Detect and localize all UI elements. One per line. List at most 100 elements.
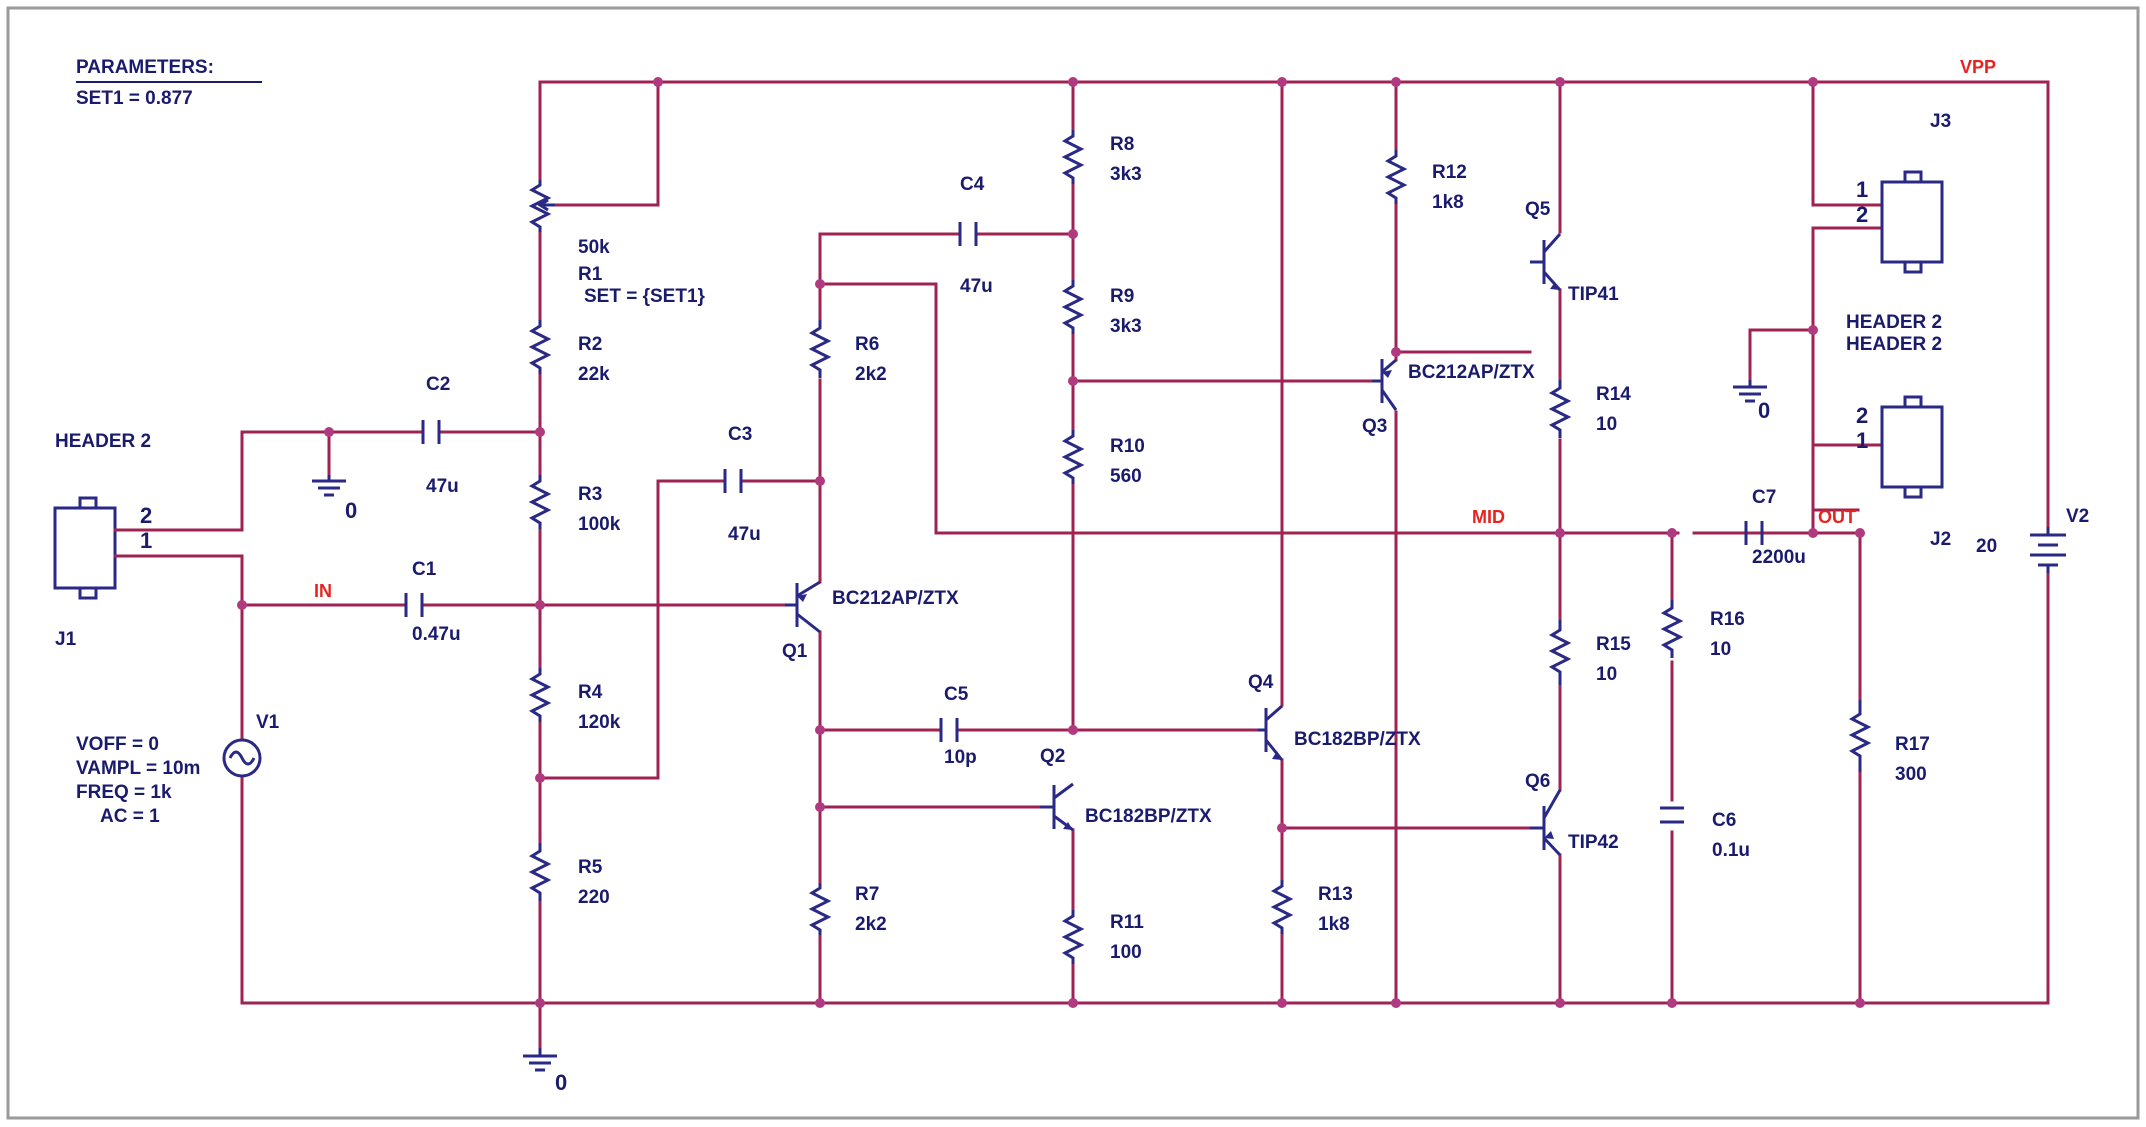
r1-ref: R1 <box>578 264 603 285</box>
transistor-q1 <box>785 580 821 634</box>
q4-ref: Q4 <box>1248 672 1274 693</box>
wire-c3 <box>538 479 822 780</box>
wire-vpp-rail <box>538 80 2050 529</box>
header-j3 <box>1880 170 1944 274</box>
wires <box>146 80 2050 1050</box>
j3-ref: J3 <box>1930 111 1951 132</box>
j1-ref: J1 <box>55 629 77 650</box>
r14-value: 10 <box>1596 414 1617 435</box>
v1-vampl: VAMPL = 10m <box>76 758 200 779</box>
r7-value: 2k2 <box>855 914 887 935</box>
r10-ref: R10 <box>1110 436 1145 457</box>
r8-value: 3k3 <box>1110 164 1142 185</box>
resistor-r9 <box>1061 280 1085 334</box>
transistor-q5 <box>1530 233 1562 291</box>
grounds <box>312 380 1767 1072</box>
net-mid: MID <box>1472 507 1505 527</box>
resistor-r12 <box>1384 150 1408 204</box>
capacitors <box>404 222 1764 824</box>
r10-value: 560 <box>1110 466 1142 487</box>
resistor-r7 <box>808 883 832 935</box>
r13-value: 1k8 <box>1318 914 1350 935</box>
ground-label-2: 0 <box>555 1070 567 1095</box>
wire-headers <box>1748 80 1884 512</box>
r9-value: 3k3 <box>1110 316 1142 337</box>
resistor-r16 <box>1660 600 1684 658</box>
q6-ref: Q6 <box>1525 771 1550 792</box>
junctions <box>237 77 1865 1008</box>
resistor-r14 <box>1548 380 1572 438</box>
q2-model: BC182BP/ZTX <box>1085 806 1212 827</box>
resistor-r17 <box>1848 700 1872 772</box>
c3-value: 47u <box>728 524 761 545</box>
r6-value: 2k2 <box>855 364 887 385</box>
resistors <box>528 130 1872 964</box>
ground-label-3: 0 <box>1758 398 1770 423</box>
c7-value: 2200u <box>1752 547 1806 568</box>
q1-ref: Q1 <box>782 641 808 662</box>
transistor-q6 <box>1530 789 1562 857</box>
j2-pin2: 2 <box>1856 403 1868 428</box>
q2-ref: Q2 <box>1040 746 1065 767</box>
j3-pin2: 2 <box>1856 202 1868 227</box>
q6-model: TIP42 <box>1568 832 1619 853</box>
r7-ref: R7 <box>855 884 879 905</box>
r15-ref: R15 <box>1596 634 1631 655</box>
capacitor-c1 <box>404 593 424 617</box>
ground-symbol-1 <box>312 475 346 497</box>
r17-ref: R17 <box>1895 734 1930 755</box>
r12-ref: R12 <box>1432 162 1467 183</box>
c1-ref: C1 <box>412 559 437 580</box>
r1-value: 50k <box>578 237 610 258</box>
header-j1 <box>53 496 150 600</box>
resistor-r1-wiper <box>537 198 555 212</box>
r17-value: 300 <box>1895 764 1927 785</box>
v2-value: 20 <box>1976 536 1997 557</box>
r11-value: 100 <box>1110 942 1142 963</box>
transistor-q2 <box>1040 782 1074 832</box>
r6-ref: R6 <box>855 334 879 355</box>
c4-ref: C4 <box>960 174 985 195</box>
r4-value: 120k <box>578 712 621 733</box>
capacitor-c5 <box>939 718 959 742</box>
r12-value: 1k8 <box>1432 192 1464 213</box>
c6-ref: C6 <box>1712 810 1736 831</box>
r11-ref: R11 <box>1110 912 1144 933</box>
c2-value: 47u <box>426 476 459 497</box>
q5-ref: Q5 <box>1525 199 1551 220</box>
ground-symbol-3 <box>1733 380 1767 403</box>
wire-out <box>1773 508 1862 702</box>
net-in: IN <box>314 581 332 601</box>
resistor-r11 <box>1061 910 1085 964</box>
c7-ref: C7 <box>1752 487 1776 508</box>
r9-ref: R9 <box>1110 286 1134 307</box>
resistor-r2 <box>528 320 552 374</box>
r2-ref: R2 <box>578 334 602 355</box>
source-v1 <box>222 738 262 778</box>
r8-ref: R8 <box>1110 134 1134 155</box>
r13-ref: R13 <box>1318 884 1353 905</box>
j3-pin1: 1 <box>1856 177 1868 202</box>
resistor-r8 <box>1061 130 1085 184</box>
q4-model: BC182BP/ZTX <box>1294 729 1421 750</box>
labels: PARAMETERS: SET1 = 0.877 VPP MID OUT IN … <box>55 57 2089 1095</box>
j1-name: HEADER 2 <box>55 431 151 452</box>
v1-ac: AC = 1 <box>100 806 160 827</box>
c3-ref: C3 <box>728 424 752 445</box>
r15-value: 10 <box>1596 664 1617 685</box>
transistor-q3 <box>1372 358 1398 411</box>
c1-value: 0.47u <box>412 624 461 645</box>
capacitor-c6 <box>1660 806 1684 824</box>
battery-v2 <box>2030 527 2066 573</box>
q5-model: TIP41 <box>1568 284 1619 305</box>
r14-ref: R14 <box>1596 384 1631 405</box>
net-out: OUT <box>1818 507 1856 527</box>
j2-ref: J2 <box>1930 529 1951 550</box>
ground-label-1: 0 <box>345 498 357 523</box>
r16-value: 10 <box>1710 639 1731 660</box>
r3-value: 100k <box>578 514 621 535</box>
wire-r12 <box>1394 80 1532 362</box>
c6-value: 0.1u <box>1712 840 1750 861</box>
v1-freq: FREQ = 1k <box>76 782 172 803</box>
c2-ref: C2 <box>426 374 450 395</box>
